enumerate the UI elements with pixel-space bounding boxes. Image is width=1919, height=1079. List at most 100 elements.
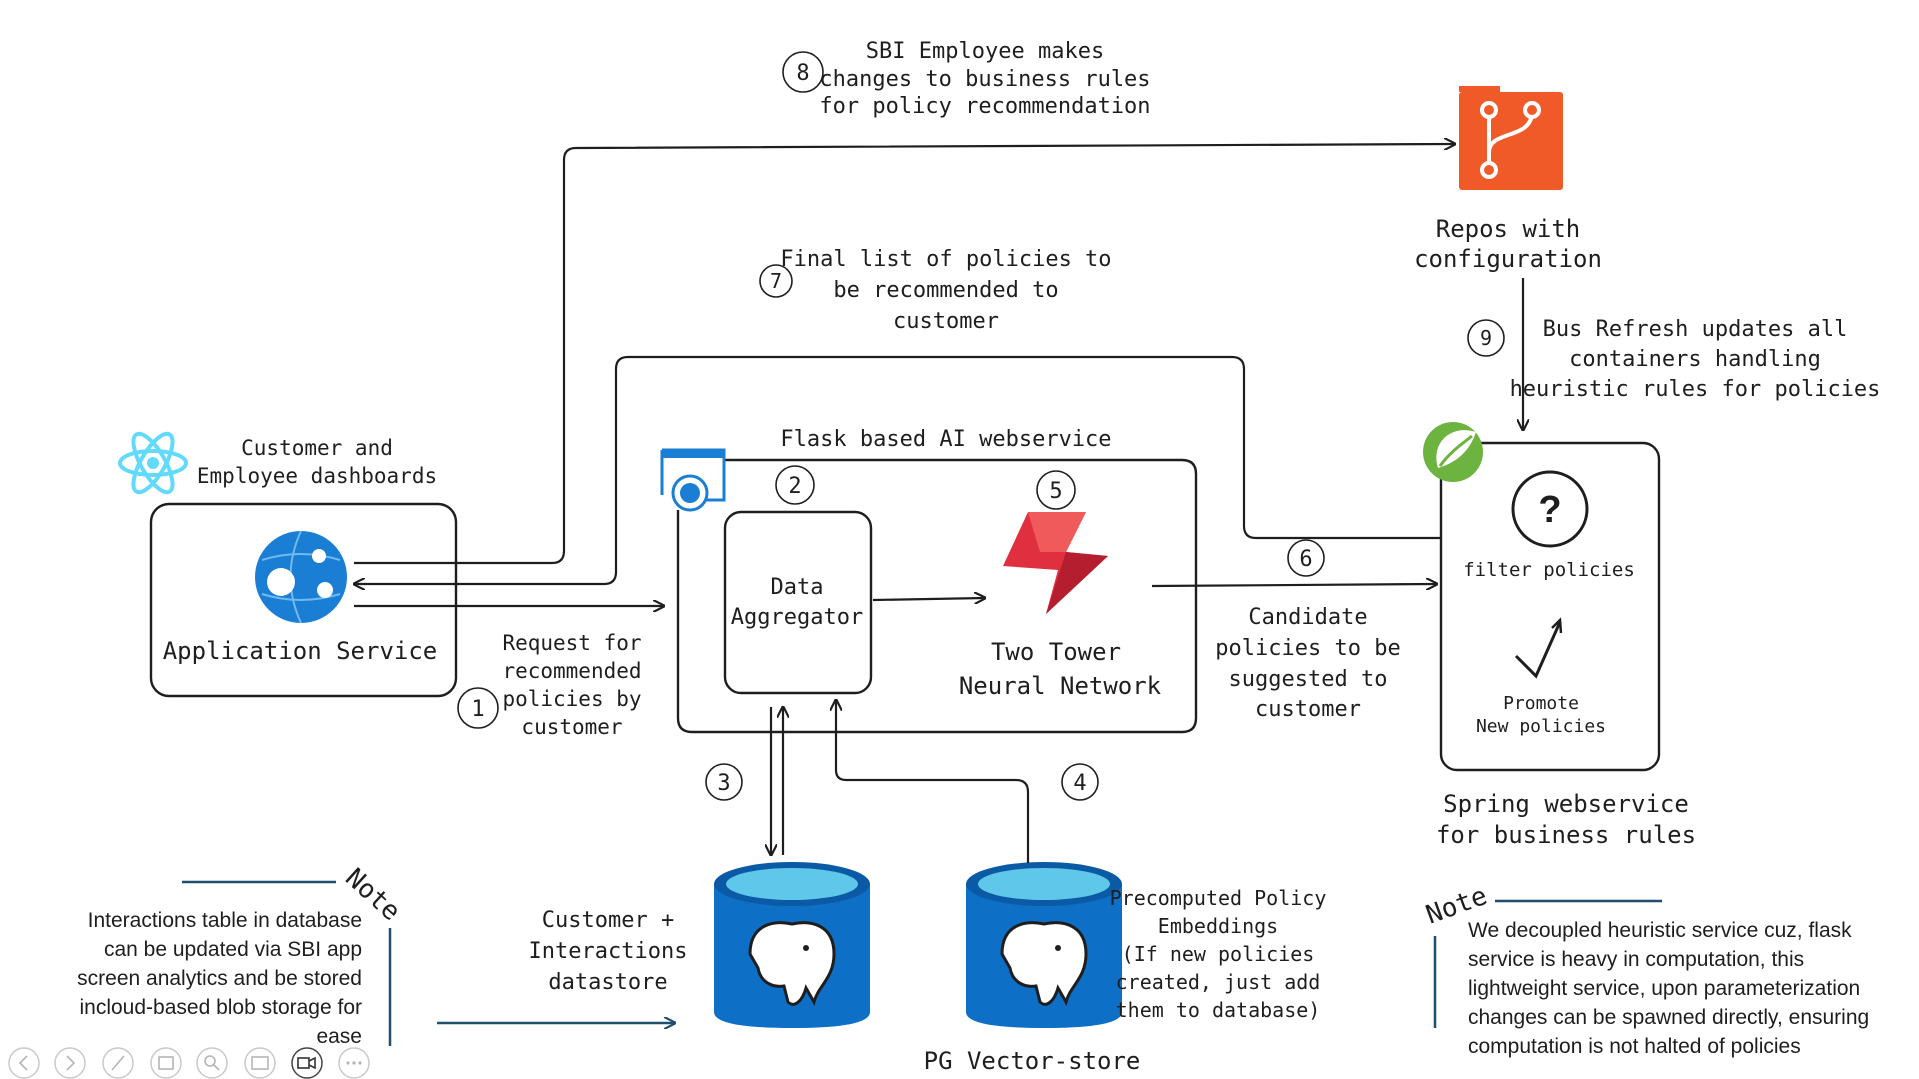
filter-policies-label: filter policies [1463, 559, 1635, 581]
arrow-step-6 [1151, 584, 1437, 586]
subtitle-icon[interactable] [244, 1047, 276, 1079]
spring-label-line-2: for business rules [1436, 821, 1696, 849]
flask-webservice-boundary [676, 458, 1198, 734]
dashboards-label-line-2: Employee dashboards [197, 464, 437, 488]
embeddings-label-line-4: created, just add [1116, 970, 1321, 994]
data-aggregator-label-line-1: Data [771, 575, 824, 600]
prev-icon[interactable] [8, 1047, 40, 1079]
two-tower-label-line-2: Neural Network [959, 672, 1162, 700]
step-8-group: 8 SBI Employee makes changes to business… [782, 39, 1151, 119]
pg-vector-store-label: PG Vector-store [924, 1047, 1141, 1075]
arrow-step-7 [354, 355, 1442, 584]
step-1-label-line-2: recommended [502, 659, 641, 683]
checkmark-icon [1514, 621, 1562, 679]
step-9-group: 9 Bus Refresh updates all containers han… [1467, 317, 1881, 402]
arrow-step-4 [836, 700, 1030, 863]
flask-webservice-label: Flask based AI webservice [780, 427, 1111, 452]
step-6-label-line-2: policies to be [1215, 636, 1400, 661]
step-4-number: 4 [1073, 771, 1086, 796]
right-note-line-1: We decoupled heuristic service cuz, flas… [1468, 919, 1852, 942]
step-8-label-line-2: changes to business rules [819, 67, 1150, 92]
embeddings-label-line-2: Embeddings [1158, 914, 1278, 938]
step-9-label-line-2: containers handling [1569, 347, 1821, 372]
right-note-line-4: changes can be spawned directly, ensurin… [1468, 1006, 1869, 1029]
repos-label-line-2: configuration [1414, 245, 1602, 273]
spring-icon [1423, 422, 1483, 482]
step-7-number: 7 [770, 269, 782, 293]
embeddings-label-line-5: them to database) [1116, 998, 1321, 1022]
pen-icon[interactable] [102, 1047, 134, 1079]
step-6-number: 6 [1299, 547, 1312, 572]
step-5-circle [1036, 470, 1076, 510]
step-1-group: 1 Request for recommended policies by cu… [457, 631, 642, 739]
step-6-label-line-3: suggested to [1229, 667, 1388, 692]
slides-icon[interactable] [150, 1047, 182, 1079]
application-service-label: Application Service [163, 637, 438, 665]
step-6-circle [1287, 539, 1325, 577]
react-icon [118, 431, 188, 495]
step-7-label-line-1: Final list of policies to [780, 247, 1111, 272]
left-note-line-1: Interactions table in database [88, 909, 362, 932]
step-4-circle [1061, 763, 1099, 801]
camera-icon[interactable] [291, 1047, 323, 1079]
embeddings-label-line-1: Precomputed Policy [1110, 886, 1327, 910]
postgres-icon [966, 862, 1122, 1028]
step-8-label-line-1: SBI Employee makes [866, 39, 1104, 64]
left-note-line-4: incloud-based blob storage for [79, 996, 362, 1019]
promote-label-line-2: New policies [1476, 716, 1606, 737]
step-3-number: 3 [717, 771, 730, 796]
arrow-step-8 [354, 144, 1455, 565]
step-1-label-line-4: customer [521, 715, 622, 739]
step-7-label-line-2: be recommended to [833, 278, 1058, 303]
azure-app-service-icon [255, 530, 347, 624]
more-icon[interactable] [338, 1047, 370, 1079]
question-mark: ? [1538, 489, 1561, 531]
step-9-label-line-3: heuristic rules for policies [1510, 377, 1881, 402]
step-7-circle [759, 264, 793, 298]
left-note-line-5: ease [316, 1025, 362, 1048]
step-6-label-line-1: Candidate [1248, 605, 1367, 630]
data-aggregator-label-line-2: Aggregator [731, 605, 863, 630]
step-2-circle [775, 465, 815, 505]
next-icon[interactable] [54, 1047, 86, 1079]
step-9-circle [1467, 319, 1505, 357]
arrow-aggregator-to-network [872, 598, 985, 600]
step-1-label-line-1: Request for [502, 631, 641, 655]
firebase-bolt-icon [1003, 512, 1108, 614]
step-2-number: 2 [788, 474, 801, 499]
right-note-line-3: lightweight service, upon parameterizati… [1468, 977, 1860, 1000]
spring-webservice-box [1439, 441, 1661, 772]
postgres-icon [714, 862, 870, 1028]
step-7-group: 7 Final list of policies to be recommend… [759, 247, 1112, 334]
step-1-circle [457, 687, 499, 729]
git-repo-icon [1459, 86, 1563, 190]
datastore-label-line-1: Customer + [542, 908, 674, 933]
flask-webservice-icon [660, 448, 726, 512]
question-icon: ? [1511, 470, 1589, 548]
zoom-icon[interactable] [196, 1047, 228, 1079]
step-7-label-line-3: customer [893, 309, 999, 334]
step-6-label-line-4: customer [1255, 697, 1361, 722]
step-9-number: 9 [1480, 326, 1492, 350]
spring-label-line-1: Spring webservice [1443, 790, 1689, 818]
step-8-circle [782, 51, 824, 93]
right-note-line-5: computation is not halted of policies [1468, 1035, 1801, 1058]
promote-label-line-1: Promote [1503, 693, 1579, 714]
step-3-circle [705, 763, 743, 801]
data-aggregator-box [723, 510, 873, 695]
datastore-label-line-3: datastore [548, 970, 667, 995]
repos-label-line-1: Repos with [1436, 215, 1581, 243]
step-8-number: 8 [796, 61, 809, 86]
right-note-line-2: service is heavy in computation, this [1468, 948, 1804, 971]
step-8-label-line-3: for policy recommendation [819, 94, 1150, 119]
step-5-number: 5 [1049, 479, 1062, 504]
step-1-number: 1 [471, 697, 484, 722]
datastore-label-line-2: Interactions [529, 939, 688, 964]
left-note-line-3: screen analytics and be stored [77, 967, 362, 990]
left-note-line-2: can be updated via SBI app [104, 938, 362, 961]
step-1-label-line-3: policies by [502, 687, 641, 711]
two-tower-label-line-1: Two Tower [991, 638, 1121, 666]
step-9-label-line-1: Bus Refresh updates all [1543, 317, 1848, 342]
dashboards-label-line-1: Customer and [241, 436, 393, 460]
